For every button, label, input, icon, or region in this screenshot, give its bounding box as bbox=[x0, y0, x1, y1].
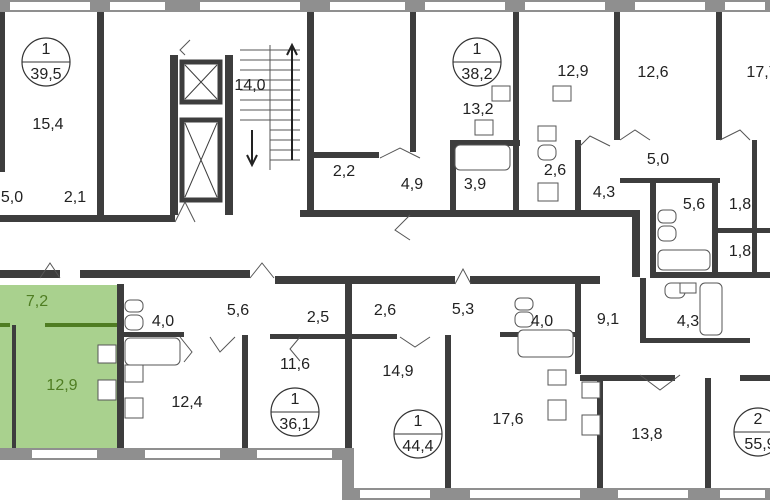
apartment-area: 36,1 bbox=[279, 416, 310, 433]
room-area: 4,3 bbox=[593, 184, 615, 201]
room-area: 17,7 bbox=[746, 64, 770, 81]
doors bbox=[39, 39, 751, 391]
room-area: 4,0 bbox=[152, 313, 174, 330]
room-area: 4,3 bbox=[677, 313, 699, 330]
room-area: 2,5 bbox=[307, 309, 329, 326]
room-area: 5,6 bbox=[227, 302, 249, 319]
room-area: 1,8 bbox=[729, 243, 751, 260]
room-area-highlighted: 7,2 bbox=[26, 293, 48, 310]
room-area: 1,8 bbox=[729, 196, 751, 213]
room-area: 5,3 bbox=[452, 301, 474, 318]
apartment-area: 39,5 bbox=[30, 66, 61, 83]
room-area: 12,9 bbox=[557, 63, 588, 80]
apartment-area: 55,9 bbox=[744, 436, 770, 453]
room-labels: 15,4 5,0 2,1 14,0 2,2 4,9 13,2 3,9 2,6 1… bbox=[1, 63, 770, 443]
room-area: 9,1 bbox=[597, 311, 619, 328]
apartment-rooms: 2 bbox=[754, 411, 763, 428]
room-area: 5,6 bbox=[683, 196, 705, 213]
room-area: 5,0 bbox=[647, 151, 669, 168]
room-area: 12,4 bbox=[171, 394, 202, 411]
apartment-area: 38,2 bbox=[461, 66, 492, 83]
apartment-rooms: 1 bbox=[42, 41, 51, 58]
apartment-badge[interactable]: 1 44,4 bbox=[393, 409, 443, 459]
apartment-rooms: 1 bbox=[414, 413, 423, 430]
room-area: 2,6 bbox=[374, 302, 396, 319]
room-area: 11,6 bbox=[280, 356, 310, 373]
room-area: 13,8 bbox=[631, 426, 662, 443]
room-area: 14,9 bbox=[382, 363, 413, 380]
apartment-area: 44,4 bbox=[402, 438, 433, 455]
apartment-badge[interactable]: 1 39,5 bbox=[21, 37, 71, 87]
room-area: 5,0 bbox=[1, 189, 23, 206]
apartment-badge[interactable]: 2 55,9 bbox=[733, 407, 770, 457]
room-area: 4,9 bbox=[401, 176, 423, 193]
fixtures bbox=[97, 85, 723, 436]
apartment-badge[interactable]: 1 38,2 bbox=[452, 37, 502, 87]
room-area: 15,4 bbox=[32, 116, 63, 133]
room-area: 2,6 bbox=[544, 162, 566, 179]
apartment-badge[interactable]: 1 36,1 bbox=[270, 387, 320, 437]
room-area: 2,2 bbox=[333, 163, 355, 180]
room-area-highlighted: 12,9 bbox=[46, 377, 77, 394]
room-area: 3,9 bbox=[464, 176, 486, 193]
highlighted-apartment[interactable] bbox=[0, 285, 120, 448]
apartment-rooms: 1 bbox=[291, 391, 300, 408]
apartment-rooms: 1 bbox=[473, 41, 482, 58]
room-area: 2,1 bbox=[64, 189, 86, 206]
room-area: 4,0 bbox=[531, 313, 553, 330]
room-area: 14,0 bbox=[234, 77, 265, 94]
room-area: 17,6 bbox=[492, 411, 523, 428]
room-area: 13,2 bbox=[462, 101, 493, 118]
room-area: 12,6 bbox=[637, 64, 668, 81]
